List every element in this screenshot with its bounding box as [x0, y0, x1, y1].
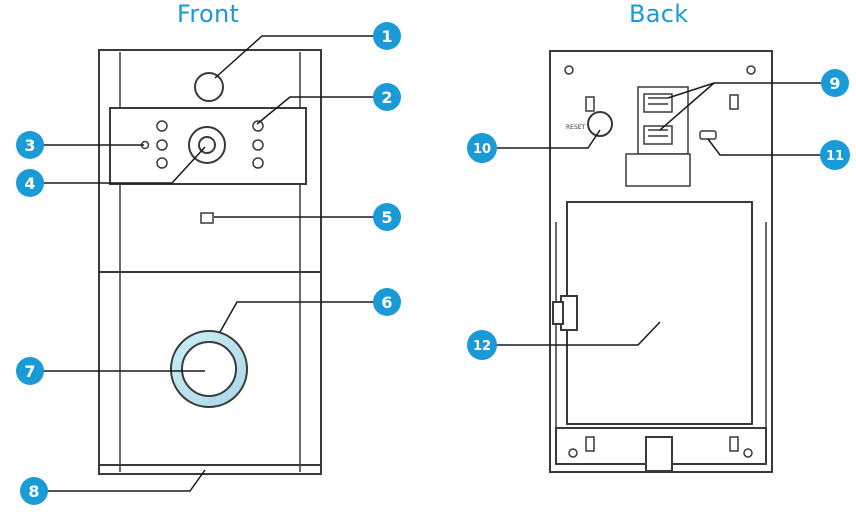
callout-10: 10	[467, 133, 497, 163]
callout-11: 11	[820, 140, 850, 170]
back-title: Back	[629, 0, 689, 28]
front-device	[98, 49, 322, 475]
callout-9: 9	[821, 69, 849, 97]
svg-text:2: 2	[381, 88, 392, 107]
reset-label: RESET	[566, 124, 586, 131]
svg-text:4: 4	[24, 174, 35, 193]
callout-12: 12	[467, 330, 497, 360]
micro-usb-port	[699, 130, 717, 140]
ir-leds-left	[140, 120, 168, 169]
front-title: Front	[177, 0, 240, 28]
mount-slots	[585, 94, 739, 452]
reset-button	[587, 111, 613, 137]
sd-card-slots	[625, 86, 691, 187]
svg-text:8: 8	[28, 482, 39, 501]
svg-text:12: 12	[473, 339, 491, 354]
light-sensor	[194, 72, 224, 102]
ir-leds-right	[252, 120, 264, 169]
svg-text:11: 11	[826, 149, 844, 164]
doorbell-button	[181, 341, 237, 397]
svg-text:5: 5	[381, 208, 392, 227]
svg-text:3: 3	[24, 136, 35, 155]
back-device	[549, 50, 773, 473]
callout-5: 5	[373, 203, 401, 231]
callout-2: 2	[373, 83, 401, 111]
callout-8: 8	[20, 477, 48, 505]
callout-badges: 1 2 3 4 5 6 7 8 9 10 11 12	[16, 22, 850, 505]
svg-text:7: 7	[24, 362, 35, 381]
svg-text:1: 1	[381, 27, 392, 46]
svg-text:9: 9	[829, 74, 840, 93]
callout-1: 1	[373, 22, 401, 50]
callout-7: 7	[16, 357, 44, 385]
svg-text:6: 6	[381, 293, 392, 312]
callout-3: 3	[16, 131, 44, 159]
mount-screws	[564, 65, 756, 458]
battery-cover	[566, 201, 753, 425]
svg-text:10: 10	[473, 142, 491, 157]
callout-6: 6	[373, 288, 401, 316]
microphone	[200, 212, 214, 224]
callout-4: 4	[16, 169, 44, 197]
leader-lines	[37, 35, 828, 492]
